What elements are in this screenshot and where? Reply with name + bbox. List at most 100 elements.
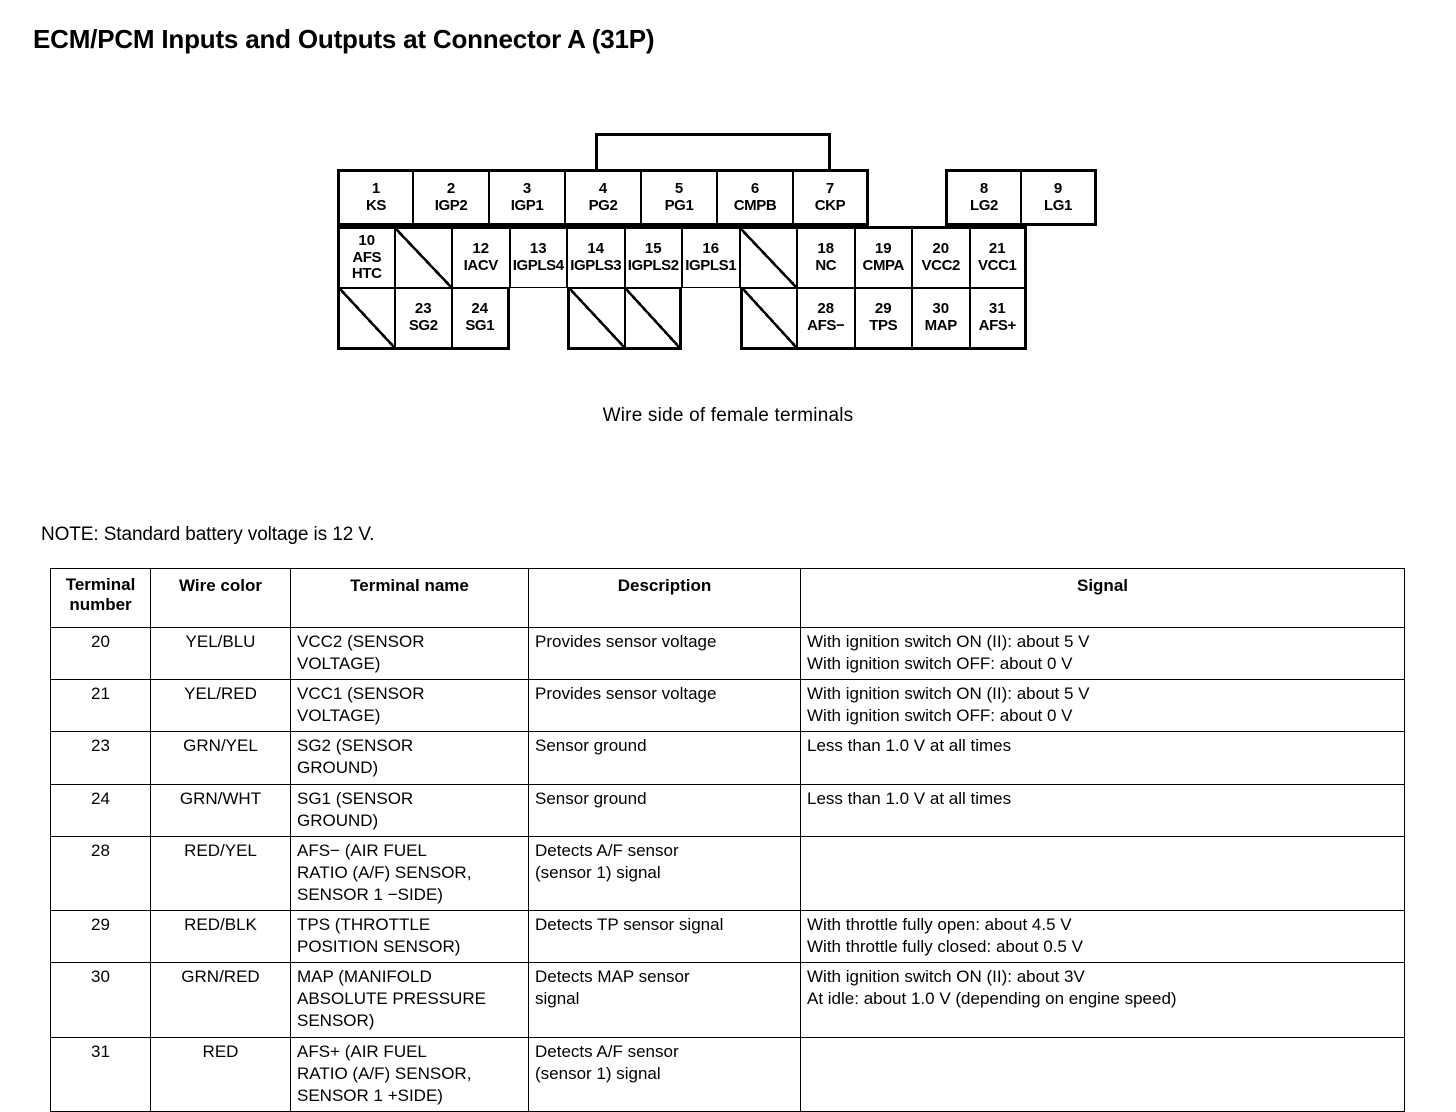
cell-terminal-name-line-2: VOLTAGE): [297, 654, 381, 674]
terminal-cell-18[interactable]: 18 NC: [797, 226, 855, 288]
terminal-cell-9[interactable]: 9 LG1: [1021, 169, 1097, 226]
terminal-number: 21: [988, 240, 1006, 258]
cell-terminal-name-line-3: SENSOR 1 −SIDE): [297, 884, 443, 904]
cell-signal-line-2: With ignition switch OFF: about 0 V: [807, 654, 1073, 674]
terminal-cell-12[interactable]: 12 IACV: [452, 226, 510, 288]
cell-description-line-1: Detects A/F sensor: [535, 1041, 679, 1061]
terminal-cell-27-unused: [624, 288, 682, 350]
cell-terminal-name-line-2: GROUND): [297, 758, 379, 778]
cell-wire-color-line-1: GRN/WHT: [179, 788, 262, 808]
terminal-number: 31: [988, 300, 1006, 318]
terminal-number: 6: [750, 179, 760, 197]
terminal-cell-21[interactable]: 21 VCC1: [969, 226, 1027, 288]
cell-description: Provides sensor voltage: [528, 679, 801, 733]
terminal-name: IGPLS4: [512, 257, 564, 274]
terminal-cell-15[interactable]: 15 IGPLS2: [624, 226, 682, 288]
connector-locking-tab: [595, 133, 831, 169]
cell-description-line-1: Detects MAP sensor: [535, 967, 690, 987]
terminal-cell-19[interactable]: 19 CMPA: [854, 226, 912, 288]
cell-wire-color: GRN/YEL: [150, 731, 291, 785]
cell-wire-color: YEL/RED: [150, 679, 291, 733]
terminal-cell-unused-extra: [739, 288, 797, 350]
terminal-cell-8[interactable]: 8 LG2: [945, 169, 1021, 226]
terminal-cell-23[interactable]: 23 SG2: [394, 288, 452, 350]
terminal-name: AFS+: [978, 317, 1017, 334]
cell-terminal-name-line-2: GROUND): [297, 810, 379, 830]
terminal-cell-4[interactable]: 4 PG2: [565, 169, 641, 226]
cell-terminal-number-line-1: 20: [91, 632, 110, 651]
cell-terminal-number-line-1: 29: [91, 915, 110, 935]
connector-caption: Wire side of female terminals: [602, 405, 854, 426]
cell-wire-color-line-1: GRN/RED: [181, 967, 260, 987]
terminal-number: 14: [587, 240, 605, 258]
terminal-number: 3: [522, 179, 532, 197]
terminal-number: 29: [874, 300, 892, 318]
header-line-1: Terminal: [65, 575, 136, 594]
terminal-cell-31[interactable]: 31 AFS+: [969, 288, 1027, 350]
cell-wire-color-line-1: YEL/RED: [184, 684, 257, 704]
terminal-cell-20[interactable]: 20 VCC2: [912, 226, 970, 288]
cell-description-line-1: Provides sensor voltage: [535, 684, 717, 704]
cell-signal-line-1: Less than 1.0 V at all times: [807, 736, 1012, 756]
terminal-name: VCC2: [921, 257, 961, 274]
terminal-number: 4: [598, 179, 608, 197]
terminal-cell-29[interactable]: 29 TPS: [854, 288, 912, 350]
terminal-cell-16[interactable]: 16 IGPLS1: [682, 226, 740, 288]
terminal-cell-1[interactable]: 1 KS: [337, 169, 413, 226]
cell-signal-line-2: At idle: about 1.0 V (depending on engin…: [807, 989, 1177, 1009]
terminal-name: NC: [815, 257, 837, 274]
cell-signal: Less than 1.0 V at all times: [800, 783, 1405, 837]
terminal-cell-10[interactable]: 10 AFS HTC: [337, 226, 395, 288]
terminal-name: LG2: [970, 196, 998, 214]
terminal-cell-2[interactable]: 2 IGP2: [413, 169, 489, 226]
terminal-cell-24[interactable]: 24 SG1: [452, 288, 510, 350]
cell-signal: [800, 835, 1405, 912]
cell-wire-color: RED: [150, 1036, 291, 1112]
connector-row-bottom: 23 SG2 24 SG1 28 AFS− 29 TPS 30 MAP: [337, 288, 1097, 350]
terminal-cell-7[interactable]: 7 CKP: [793, 169, 869, 226]
terminal-name: CMPB: [733, 196, 777, 214]
terminal-cell-28[interactable]: 28 AFS−: [797, 288, 855, 350]
terminal-cell-3[interactable]: 3 IGP1: [489, 169, 565, 226]
terminal-cell-5[interactable]: 5 PG1: [641, 169, 717, 226]
cell-signal-line-2: With throttle fully closed: about 0.5 V: [807, 937, 1083, 957]
terminal-name: AFS−: [807, 317, 845, 334]
terminal-number: 12: [472, 240, 490, 258]
terminal-number: 9: [1053, 179, 1063, 197]
terminal-name: IGPLS1: [685, 257, 737, 274]
cell-terminal-name-line-3: SENSOR): [297, 1011, 375, 1031]
connector-row-middle: 10 AFS HTC 12 IACV 13 IGPLS4 14 IGPLS3 1…: [337, 226, 1097, 288]
cell-terminal-name-line-1: SG2 (SENSOR: [297, 736, 414, 756]
cell-wire-color: YEL/BLU: [150, 626, 291, 681]
terminal-name: IACV: [463, 257, 499, 274]
cell-terminal-name-line-1: AFS+ (AIR FUEL: [297, 1041, 427, 1061]
terminal-cell-30[interactable]: 30 MAP: [912, 288, 970, 350]
terminal-name: IGPLS2: [627, 257, 679, 274]
connector-terminal-grid: 1 KS 2 IGP2 3 IGP1 4 PG2 5 PG1 6 CMPB: [337, 169, 1097, 350]
cell-terminal-name-line-2: RATIO (A/F) SENSOR,: [297, 862, 472, 882]
cell-description: Sensor ground: [528, 783, 801, 837]
cell-terminal-name-line-3: SENSOR 1 +SIDE): [297, 1085, 443, 1105]
terminal-cell-6[interactable]: 6 CMPB: [717, 169, 793, 226]
terminal-name: IGP1: [510, 196, 544, 214]
header-description: Description: [528, 568, 801, 628]
cell-signal-line-1: Less than 1.0 V at all times: [807, 788, 1012, 808]
terminal-number: 13: [529, 240, 547, 258]
terminal-cell-13[interactable]: 13 IGPLS4: [509, 226, 567, 288]
terminal-cell-14[interactable]: 14 IGPLS3: [567, 226, 625, 288]
cell-signal-line-1: With ignition switch ON (II): about 5 V: [807, 684, 1090, 704]
terminal-name: MAP: [924, 317, 958, 334]
header-line-2: number: [69, 595, 132, 615]
cell-wire-color: GRN/WHT: [150, 783, 291, 837]
